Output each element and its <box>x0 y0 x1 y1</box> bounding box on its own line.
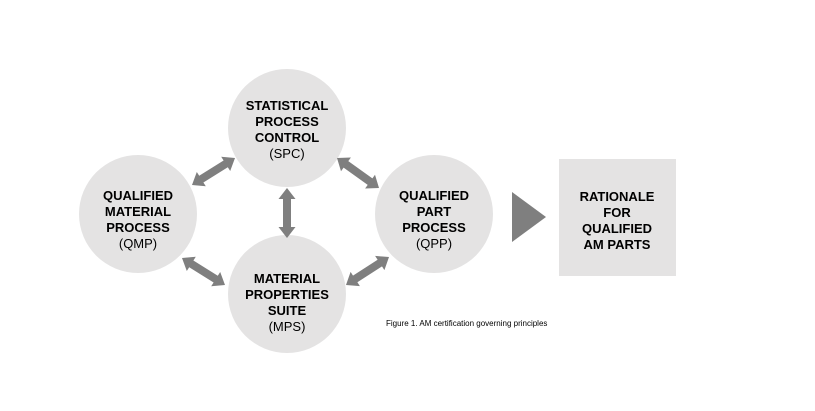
rationale-box <box>559 159 676 276</box>
qpp-label-line-1: QUALIFIED <box>399 188 469 203</box>
qmp-label-line-1: QUALIFIED <box>103 188 173 203</box>
spc-label-line-1: STATISTICAL <box>246 98 329 113</box>
spc-qmp-arrow <box>192 156 235 187</box>
mps-label-line-1: MATERIAL <box>254 271 320 286</box>
qpp-circle <box>375 155 493 273</box>
spc-qpp-arrow <box>337 157 379 189</box>
rationale-line-3: QUALIFIED <box>582 221 652 236</box>
qpp-mps-arrow <box>346 255 389 287</box>
qpp-label-line-2: PART <box>417 204 451 219</box>
spc-mps-arrow <box>278 188 296 238</box>
spc-label-line-2: PROCESS <box>255 114 319 129</box>
qpp-abbreviation: (QPP) <box>416 236 452 251</box>
qmp-label-line-3: PROCESS <box>106 220 170 235</box>
arrows-group <box>182 156 389 287</box>
qmp-mps-arrow <box>182 256 225 287</box>
rationale-line-2: FOR <box>603 205 631 220</box>
rationale-line-4: AM PARTS <box>584 237 651 252</box>
qmp-label-line-2: MATERIAL <box>105 204 171 219</box>
mps-label-line-2: PROPERTIES <box>245 287 329 302</box>
qmp-abbreviation: (QMP) <box>119 236 157 251</box>
right-pointer-icon <box>512 192 546 242</box>
mps-abbreviation: (MPS) <box>269 319 306 334</box>
rationale-line-1: RATIONALE <box>580 189 655 204</box>
qmp-circle <box>79 155 197 273</box>
spc-label-line-3: CONTROL <box>255 130 319 145</box>
mps-circle <box>228 235 346 353</box>
mps-label-line-3: SUITE <box>268 303 307 318</box>
qpp-label-line-3: PROCESS <box>402 220 466 235</box>
spc-circle <box>228 69 346 187</box>
figure-caption: Figure 1. AM certification governing pri… <box>386 319 547 328</box>
spc-abbreviation: (SPC) <box>269 146 304 161</box>
